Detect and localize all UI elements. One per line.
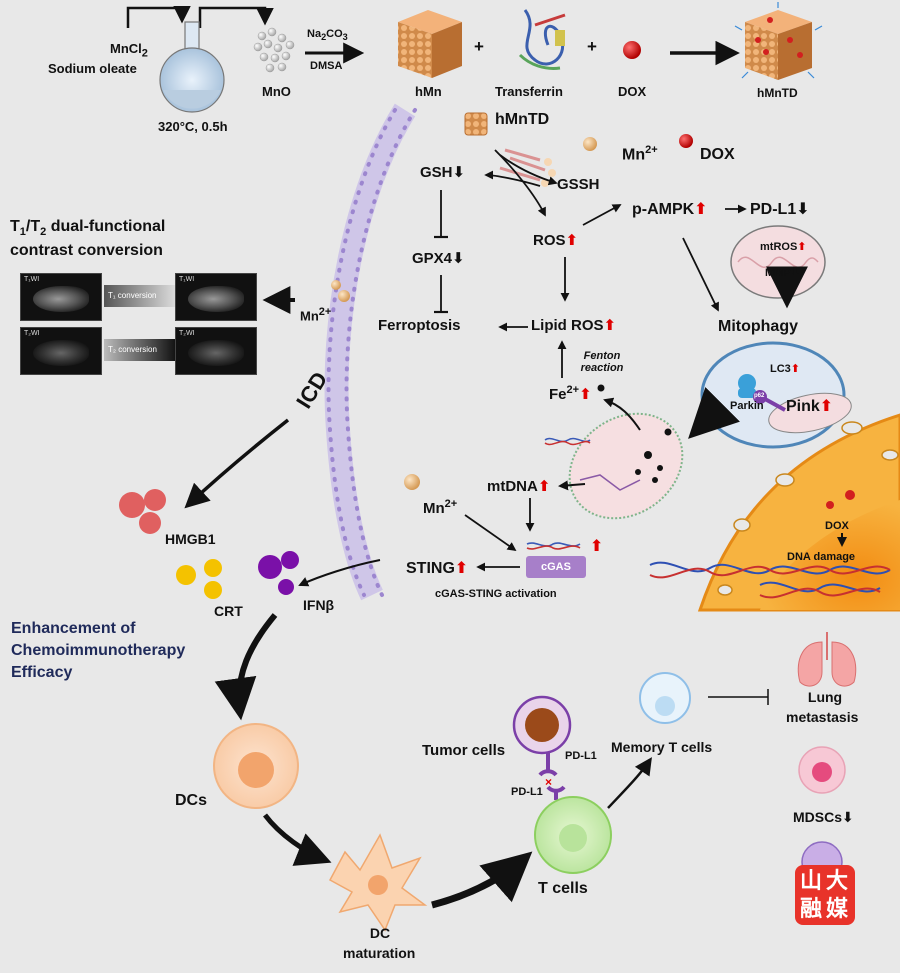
pdl1-down-arrow: ⬇	[796, 201, 810, 218]
enhancement-line3: Efficacy	[11, 664, 73, 681]
ferroptosis-label: Ferroptosis	[378, 317, 461, 334]
t-cells-label: T cells	[538, 880, 588, 897]
lipid-ros-label: Lipid ROS⬆	[531, 317, 617, 334]
mmp-down-arrow: ⬇	[790, 267, 800, 279]
pink-label: Pink⬆	[786, 398, 834, 415]
dox-label: DOX	[618, 84, 647, 99]
mno-label: MnO	[262, 84, 291, 99]
mitophagy-label: Mitophagy	[718, 318, 798, 335]
mri-mn-label: Mn2+	[300, 306, 332, 324]
dcs-label: DCs	[175, 792, 208, 809]
hmntd-product-label: hMnTD	[757, 86, 798, 100]
dc-maturation-line2: maturation	[343, 945, 416, 961]
cgas-up-arrow: ⬆	[590, 538, 604, 555]
pdl1-label: PD-L1⬇	[750, 201, 810, 218]
pampk-label: p-AMPK⬆	[632, 201, 708, 218]
logo-char-1: 山	[800, 868, 823, 893]
gsh-label: GSH⬇	[420, 164, 466, 181]
t2-conversion-arrow: T₂ conversion	[104, 339, 176, 361]
fe-up-arrow: ⬆	[579, 386, 592, 403]
mtdna-up-arrow: ⬆	[537, 478, 551, 495]
hmntd-pathway-label: hMnTD	[495, 111, 550, 128]
mri-title-line1: T1/T2 dual-functional	[10, 218, 166, 239]
plus-sign-1: +	[474, 37, 484, 56]
p62-label: p62	[754, 393, 765, 399]
mri-panel: T₁WI T₁ conversion T₁WI T₂WI T₂ conversi…	[20, 273, 260, 375]
transferrin-label: Transferrin	[495, 84, 563, 99]
pathway-mn-label: Mn2+	[622, 144, 658, 164]
synthesis-scheme	[126, 2, 823, 113]
fe-label: Fe2+⬆	[549, 384, 592, 403]
mtros-up-arrow: ⬆	[797, 241, 807, 253]
dna-damage-label: DNA damage	[787, 551, 856, 563]
pink-up-arrow: ⬆	[819, 398, 834, 415]
mri-title-line2: contrast conversion	[10, 242, 163, 259]
lc3-label: LC3⬆	[770, 363, 800, 375]
memory-t-cells-label: Memory T cells	[611, 739, 713, 755]
logo-char-2: 大	[826, 868, 849, 893]
crt-label: CRT	[214, 603, 243, 619]
svg-text:×: ×	[545, 775, 552, 789]
pathway-dox-label: DOX	[700, 146, 735, 163]
sodium-oleate-label: Sodium oleate	[48, 61, 137, 76]
mri-image-t1-after: T₁WI	[175, 273, 257, 321]
gsh-down-arrow: ⬇	[452, 164, 466, 181]
mtdna-label: mtDNA⬆	[487, 478, 551, 495]
pathway-graphics	[404, 112, 852, 578]
mri-image-t1-before: T₁WI	[20, 273, 102, 321]
mmp-label: MMP⬇	[765, 267, 800, 279]
logo-char-3: 融	[800, 896, 823, 921]
nucleus-dox-label: DOX	[825, 520, 849, 532]
lipid-ros-up-arrow: ⬆	[603, 317, 617, 334]
gssh-label: GSSH	[557, 176, 600, 193]
lung-label-line2: metastasis	[786, 709, 859, 725]
mri-image-t2-after: T₂WI	[175, 327, 257, 375]
enhancement-line1: Enhancement of	[11, 620, 136, 637]
hmgb1-label: HMGB1	[165, 531, 216, 547]
sting-up-arrow: ⬆	[454, 560, 469, 577]
mncl2-label: MnCl2	[110, 41, 148, 60]
sting-label: STING⬆	[406, 560, 469, 577]
tumor-cells-label: Tumor cells	[422, 742, 506, 759]
mtros-label: mtROS⬆	[760, 241, 807, 253]
parkin-label: Parkin	[730, 400, 764, 412]
mri-arrows	[262, 280, 350, 314]
hmn-label: hMn	[415, 84, 442, 99]
t1-conversion-arrow: T₁ conversion	[104, 285, 176, 307]
enhancement-line2: Chemoimmunotherapy	[11, 642, 186, 659]
nucleus	[649, 413, 900, 612]
fenton-reaction-label: Fenton reaction	[580, 350, 624, 375]
lc3-up-arrow: ⬆	[790, 363, 800, 375]
gpx4-label: GPX4⬇	[412, 250, 465, 267]
gpx4-down-arrow: ⬇	[452, 250, 465, 267]
pdl1-tumor-label: PD-L1	[565, 750, 597, 762]
mdscs-down-arrow: ⬇	[842, 809, 854, 825]
dc-maturation-line1: DC	[369, 925, 391, 941]
lung-label-line1: Lung	[807, 689, 843, 705]
ifnb-label: IFNβ	[303, 597, 335, 613]
mn-sting-label: Mn2+	[423, 498, 458, 517]
mdscs-label: MDSCs⬇	[793, 809, 854, 825]
cgas-box-label: cGAS	[541, 561, 571, 573]
ros-label: ROS⬆	[533, 232, 579, 249]
reagent-na2co3-label: Na2CO3	[307, 28, 348, 43]
pdl1-tcell-label: PD-L1	[511, 786, 543, 798]
watermark-logo: 山 大 融 媒	[795, 865, 855, 925]
logo-char-4: 媒	[826, 896, 849, 921]
mri-image-t2-before: T₂WI	[20, 327, 102, 375]
reagent-dmsa-label: DMSA	[310, 60, 343, 72]
pampk-up-arrow: ⬆	[694, 201, 708, 218]
plus-sign-2: +	[587, 37, 597, 56]
ros-up-arrow: ⬆	[565, 232, 579, 249]
immune-graphics: ×	[119, 418, 857, 932]
cgas-sting-activation-label: cGAS-STING activation	[435, 588, 557, 600]
conditions-label: 320°C, 0.5h	[158, 119, 228, 134]
cell-membrane	[324, 103, 417, 601]
